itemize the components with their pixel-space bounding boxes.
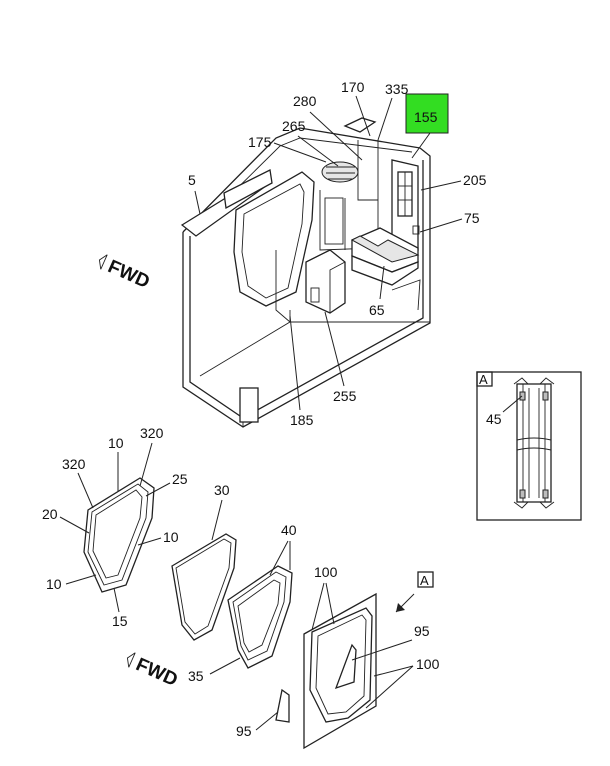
callout-265: 265 [282, 118, 306, 134]
detail-view-letter: A [479, 372, 488, 387]
seal-30: 30 [171, 482, 237, 641]
callouts-upper: 170 335 280 265 175 155 5 205 75 65 185 … [188, 79, 487, 428]
fwd-label-upper: FWD [105, 256, 153, 293]
view-arrow-letter: A [420, 573, 429, 588]
panel-100: 100 95 100 [303, 564, 440, 750]
seal-40: 40 35 [188, 522, 297, 684]
callout-10-right: 10 [163, 529, 179, 545]
window-seal-group: 10 320 320 25 20 10 10 15 [42, 425, 188, 629]
callout-45: 45 [486, 411, 502, 427]
callout-10-bottom: 10 [46, 576, 62, 592]
callout-20: 20 [42, 506, 58, 522]
view-arrow-a: A [395, 571, 434, 613]
callout-25: 25 [172, 471, 188, 487]
callout-205: 205 [463, 172, 487, 188]
callout-280: 280 [293, 93, 317, 109]
callout-40: 40 [281, 522, 297, 538]
callout-95-right: 95 [414, 623, 430, 639]
callout-95-left: 95 [236, 723, 252, 739]
callout-155: 155 [414, 109, 438, 125]
fwd-label-lower: FWD [133, 654, 181, 691]
fwd-indicator-lower: FWD [126, 652, 181, 691]
callout-320-left: 320 [62, 456, 86, 472]
detail-view-a: A 45 [476, 371, 582, 521]
callout-185: 185 [290, 412, 314, 428]
callout-100-right: 100 [416, 656, 440, 672]
callout-65: 65 [369, 302, 385, 318]
callout-35: 35 [188, 668, 204, 684]
cab-assembly [180, 117, 431, 428]
highlight-box-155 [405, 93, 449, 134]
callout-170: 170 [341, 79, 365, 95]
callout-15: 15 [112, 613, 128, 629]
callout-10-top: 10 [108, 435, 124, 451]
callout-320-right: 320 [140, 425, 164, 441]
part-95: 95 [236, 688, 290, 739]
callout-75: 75 [464, 210, 480, 226]
callout-255: 255 [333, 388, 357, 404]
fwd-indicator-upper: FWD [98, 254, 153, 293]
callout-30: 30 [214, 482, 230, 498]
callout-175: 175 [248, 134, 272, 150]
callout-100-top: 100 [314, 564, 338, 580]
callout-335: 335 [385, 81, 409, 97]
callout-5: 5 [188, 172, 196, 188]
